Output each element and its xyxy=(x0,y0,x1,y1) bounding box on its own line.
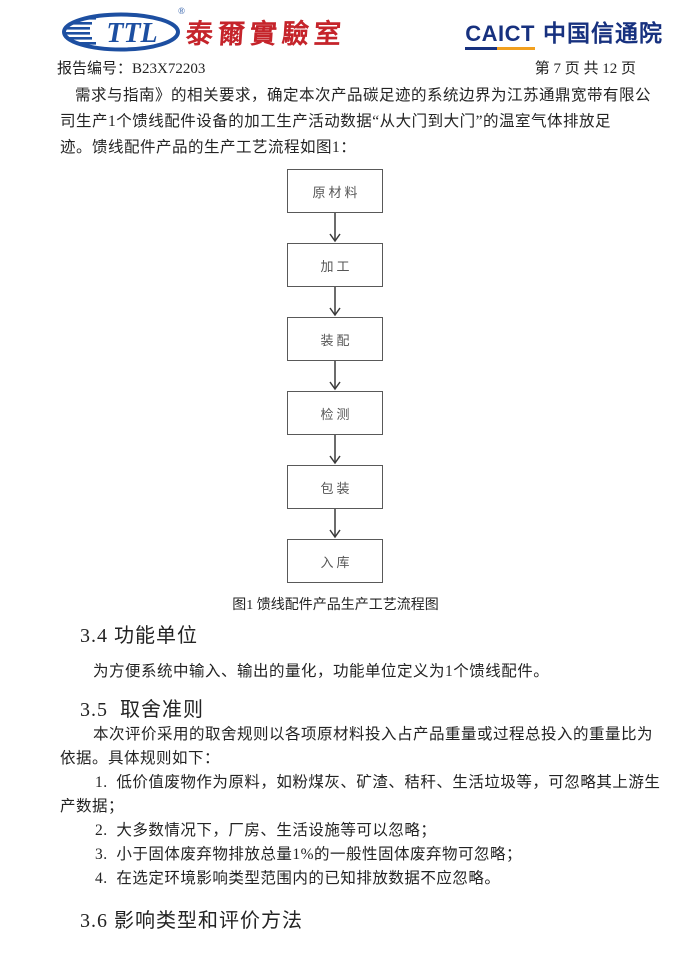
ttl-ellipse-icon: TTL xyxy=(62,12,180,51)
down-arrow-icon xyxy=(329,287,341,317)
flow-step-assembly: 装配 xyxy=(287,317,383,361)
process-flowchart: 原材料 加工 装配 检测 包装 入库 xyxy=(287,169,383,583)
ttl-logo-cn-text: 泰爾實驗室 xyxy=(184,19,347,50)
section-heading-3-5: 3.5 取舍准则 xyxy=(80,699,204,721)
registered-mark: ® xyxy=(178,5,185,16)
ttl-logo: TTL ® 泰爾實驗室 xyxy=(60,6,347,53)
down-arrow-icon xyxy=(329,361,341,391)
cutoff-rule-item-1-cont: 产数据； xyxy=(60,798,125,815)
flow-step-label: 装配 xyxy=(320,332,353,348)
ttl-abbr-text: TTL xyxy=(106,18,157,49)
section-3-5-body-line: 依据。具体规则如下： xyxy=(60,750,221,767)
section-3-4-body: 为方便系统中输入、输出的量化，功能单位定义为1个馈线配件。 xyxy=(93,663,550,680)
cutoff-rule-item-2: 2. 大多数情况下，厂房、生活设施等可以忽略； xyxy=(95,822,437,839)
caict-logo: CAICT 中国信通院 xyxy=(465,14,663,50)
flow-step-inspection: 检测 xyxy=(287,391,383,435)
flow-step-label: 加工 xyxy=(320,258,353,274)
down-arrow-icon xyxy=(329,509,341,539)
flow-step-label: 包装 xyxy=(320,480,353,496)
report-number: 报告编号：B23X72203 xyxy=(57,61,206,77)
flow-step-label: 原材料 xyxy=(312,184,361,200)
down-arrow-icon xyxy=(329,213,341,243)
flow-step-warehousing: 入库 xyxy=(287,539,383,583)
flow-step-processing: 加工 xyxy=(287,243,383,287)
page-indicator: 第 7 页 共 12 页 xyxy=(534,61,636,77)
cutoff-rule-item-3: 3. 小于固体废弃物排放总量1%的一般性固体废弃物可忽略； xyxy=(95,846,523,863)
flow-step-label: 入库 xyxy=(320,554,353,570)
figure-caption: 图1 馈线配件产品生产工艺流程图 xyxy=(232,598,439,613)
section-heading-3-6: 3.6 影响类型和评价方法 xyxy=(80,910,303,932)
section-heading-3-4: 3.4 功能单位 xyxy=(80,625,198,647)
report-meta-row: 报告编号：B23X72203 第 7 页 共 12 页 xyxy=(0,52,693,78)
intro-line: 需求与指南》的相关要求，确定本次产品碳足迹的系统边界为江苏通鼎宽带有限公 xyxy=(75,87,652,104)
flow-step-raw-material: 原材料 xyxy=(287,169,383,213)
cutoff-rule-item-1: 1. 低价值废物作为原料，如粉煤灰、矿渣、秸秆、生活垃圾等，可忽略其上游生 xyxy=(95,774,661,791)
down-arrow-icon xyxy=(329,435,341,465)
caict-abbr-text: CAICT xyxy=(465,21,535,50)
intro-line: 迹。馈线配件产品的生产工艺流程如图1： xyxy=(60,139,357,156)
caict-logo-cn-text: 中国信通院 xyxy=(543,19,663,46)
intro-paragraph: 需求与指南》的相关要求，确定本次产品碳足迹的系统边界为江苏通鼎宽带有限公 司生产… xyxy=(0,83,693,161)
flow-step-packaging: 包装 xyxy=(287,465,383,509)
intro-line: 司生产1个馈线配件设备的加工生产活动数据“从大门到大门”的温室气体排放足 xyxy=(60,113,612,130)
section-3-5-body-line: 本次评价采用的取舍规则以各项原材料投入占产品重量或过程总投入的重量比为 xyxy=(93,726,654,743)
cutoff-rule-item-4: 4. 在选定环境影响类型范围内的已知排放数据不应忽略。 xyxy=(95,870,501,887)
flow-step-label: 检测 xyxy=(320,406,353,422)
ttl-oval-logo-icon: TTL ® xyxy=(60,6,185,53)
page-header: TTL ® 泰爾實驗室 CAICT 中国信通院 xyxy=(0,0,693,52)
